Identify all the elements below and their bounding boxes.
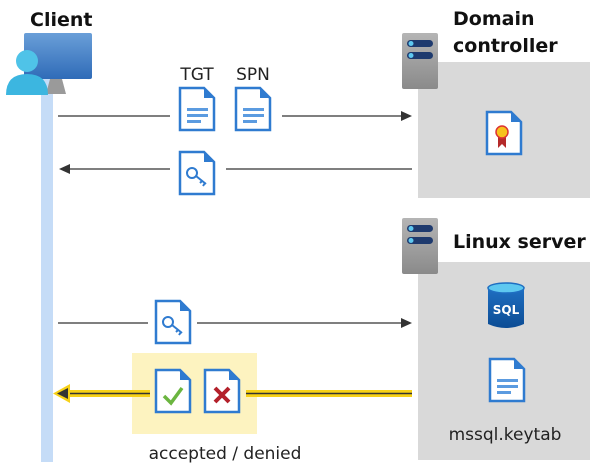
service-ticket-key-icon [178,150,216,196]
accepted-check-icon [154,368,192,414]
dc-server-icon [402,33,438,89]
user-avatar-icon [6,50,48,95]
linux-server-label: Linux server [453,231,586,253]
client-lifeline [41,78,53,462]
client-computer-icon [24,33,92,94]
service-ticket-key-icon-2 [154,299,192,345]
result-label: accepted / denied [149,444,302,464]
dc-label-line2: controller [453,35,558,57]
denied-x-icon [203,368,241,414]
spn-document-icon [234,86,272,132]
tgt-document-icon [178,86,216,132]
ticket-arrow-to-server [58,318,412,328]
tgt-label: TGT [179,65,214,85]
result-arrow-to-client [53,384,412,403]
dc-label-line1: Domain [453,8,534,30]
keytab-file-icon [488,357,526,403]
client-label: Client [30,9,92,31]
linux-server-icon [402,218,438,274]
keytab-label: mssql.keytab [449,425,562,445]
request-arrow-to-dc [58,111,412,121]
spn-label: SPN [236,65,270,85]
ticket-arrow-to-client [59,164,412,174]
sql-database-icon: SQL [487,282,525,328]
certificate-icon [485,110,523,156]
sql-label: SQL [493,303,520,317]
